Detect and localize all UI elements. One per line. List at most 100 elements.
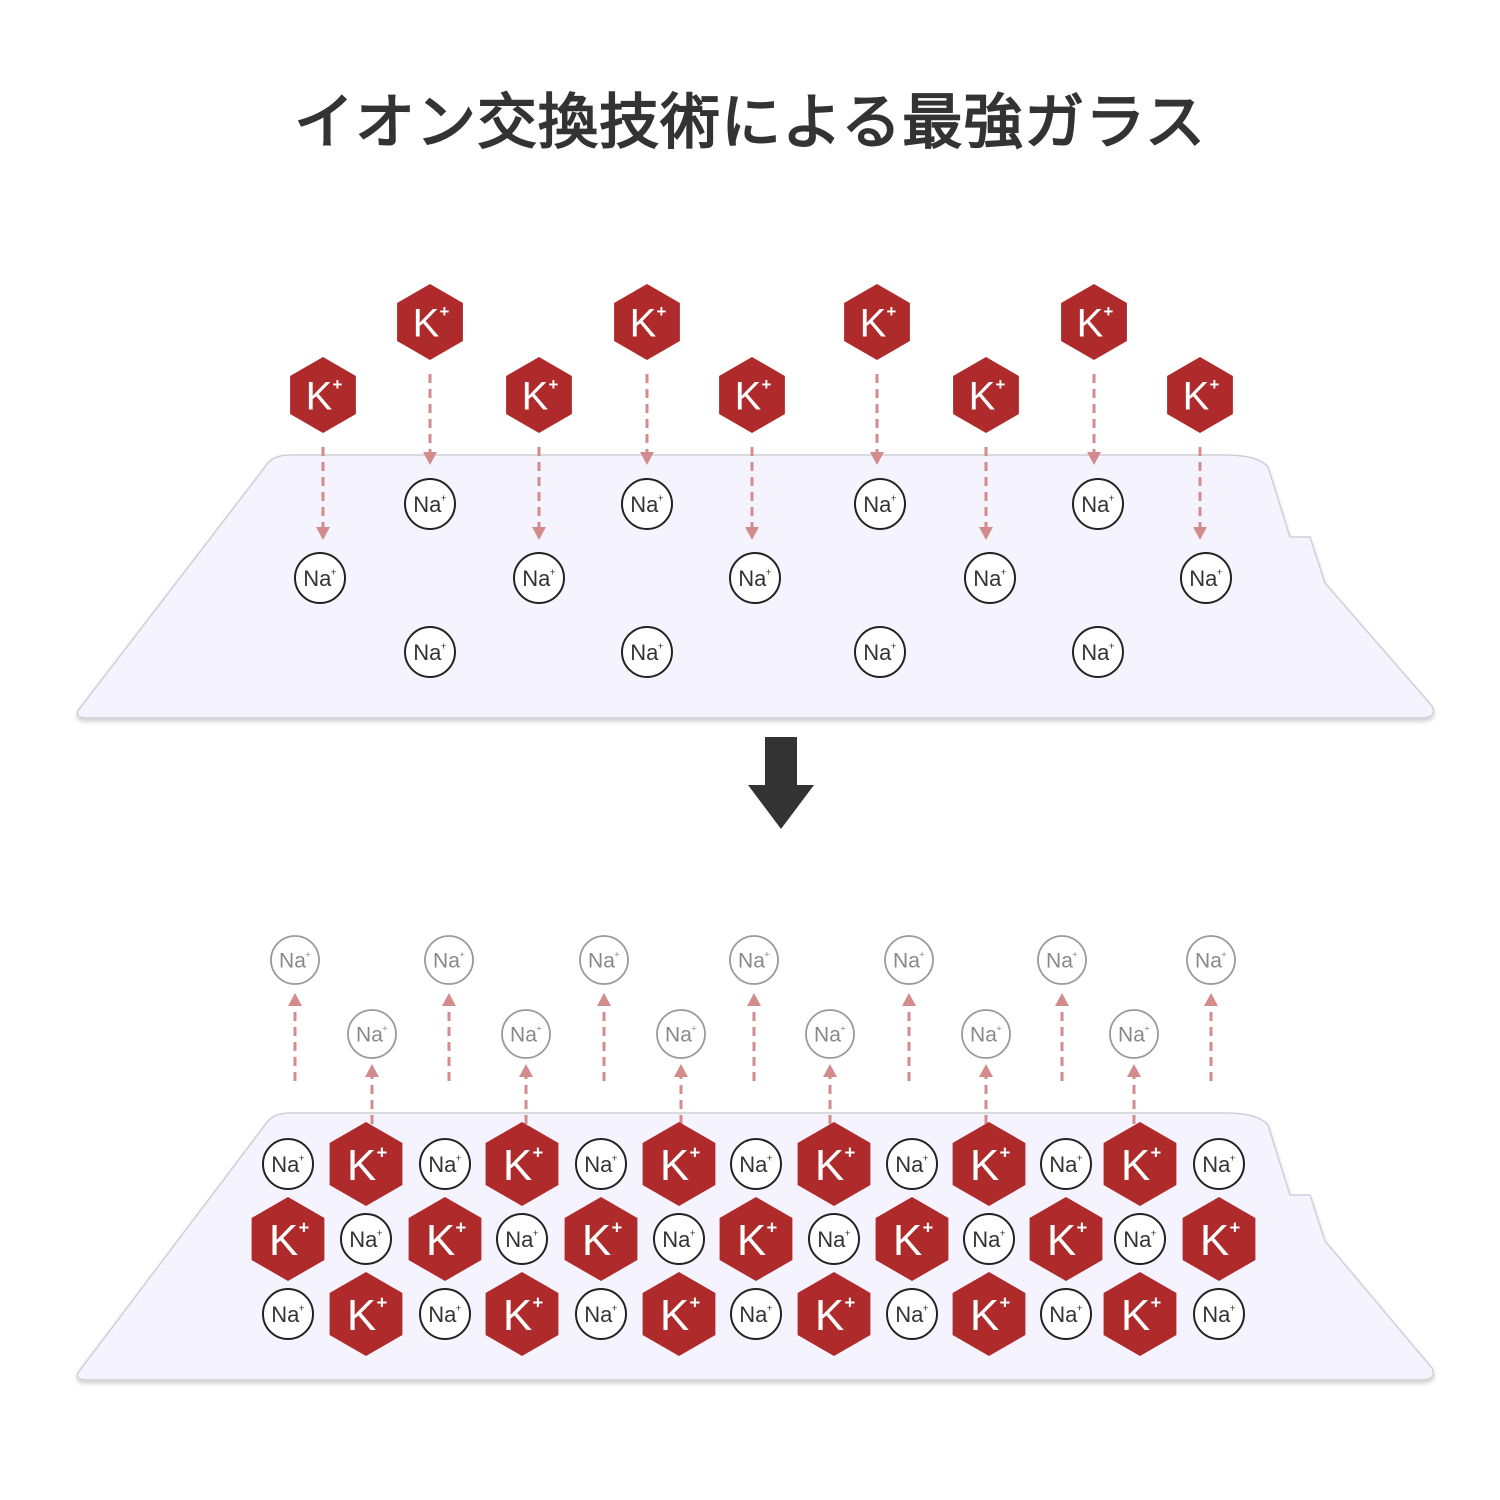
sodium-label: Na: [1049, 1152, 1078, 1177]
sodium-charge: +: [299, 1303, 305, 1314]
sodium-circle: [419, 1138, 471, 1190]
potassium-hexagon: [719, 357, 785, 433]
sodium-charge: +: [377, 1228, 383, 1239]
sodium-circle: [964, 552, 1016, 604]
potassium-charge: +: [761, 375, 771, 394]
exchange-arrow-down: [870, 374, 884, 465]
sodium-ion: Na+: [854, 478, 906, 530]
potassium-charge: +: [376, 1142, 387, 1163]
sodium-charge: +: [764, 949, 770, 960]
potassium-label: K: [413, 301, 440, 345]
sodium-ion: Na+: [1180, 552, 1232, 604]
sodium-label: Na: [349, 1227, 378, 1252]
sodium-ion-released: Na+: [656, 1009, 706, 1059]
potassium-hexagon: [952, 1272, 1026, 1356]
potassium-ion-incoming: K+: [953, 357, 1019, 433]
sodium-label: Na: [1081, 492, 1110, 517]
potassium-charge: +: [455, 1217, 466, 1238]
sodium-ion: Na+: [854, 626, 906, 678]
sodium-charge: +: [845, 1228, 851, 1239]
sodium-ion: Na+: [340, 1213, 392, 1265]
potassium-charge: +: [1103, 302, 1113, 321]
sodium-circle: [579, 935, 629, 985]
sodium-charge: +: [533, 1228, 539, 1239]
sodium-ion: Na+: [262, 1288, 314, 1340]
sodium-charge: +: [766, 567, 772, 578]
sodium-circle: [575, 1138, 627, 1190]
sodium-circle: [262, 1288, 314, 1340]
sodium-charge: +: [441, 641, 447, 652]
sodium-label: Na: [895, 1152, 924, 1177]
potassium-charge: +: [999, 1142, 1010, 1163]
sodium-circle: [424, 935, 474, 985]
potassium-hexagon: [1103, 1272, 1177, 1356]
process-arrow-down: [748, 737, 814, 829]
release-arrow-up: [902, 993, 916, 1081]
potassium-label: K: [860, 301, 887, 345]
sodium-ion: Na+: [808, 1213, 860, 1265]
sodium-circle: [854, 478, 906, 530]
sodium-circle: [621, 478, 673, 530]
sodium-ion: Na+: [513, 552, 565, 604]
sodium-charge: +: [382, 1023, 388, 1034]
sodium-circle: [729, 935, 779, 985]
sodium-ion-released: Na+: [1037, 935, 1087, 985]
potassium-charge: +: [611, 1217, 622, 1238]
sodium-ion: Na+: [1072, 626, 1124, 678]
sodium-charge: +: [1077, 1303, 1083, 1314]
sodium-circle: [1180, 552, 1232, 604]
potassium-charge: +: [332, 375, 342, 394]
sodium-charge: +: [658, 493, 664, 504]
potassium-label: K: [735, 374, 762, 418]
potassium-label: K: [630, 301, 657, 345]
sodium-ion: Na+: [621, 478, 673, 530]
sodium-ion: Na+: [964, 552, 1016, 604]
sodium-circle: [729, 552, 781, 604]
sodium-charge: +: [767, 1303, 773, 1314]
potassium-charge: +: [689, 1292, 700, 1313]
release-arrow-up: [288, 993, 302, 1081]
sodium-ion: Na+: [1040, 1138, 1092, 1190]
sodium-charge: +: [459, 949, 465, 960]
sodium-charge: +: [299, 1153, 305, 1164]
potassium-hexagon: [485, 1122, 559, 1206]
potassium-ion-embedded: K+: [485, 1272, 559, 1356]
sodium-label: Na: [739, 1152, 768, 1177]
sodium-label: Na: [510, 1024, 537, 1047]
potassium-label: K: [347, 1141, 376, 1190]
sodium-ion-released: Na+: [1109, 1009, 1159, 1059]
sodium-ion: Na+: [886, 1288, 938, 1340]
sodium-circle: [347, 1009, 397, 1059]
potassium-charge: +: [1229, 1217, 1240, 1238]
potassium-ion-incoming: K+: [506, 357, 572, 433]
sodium-label: Na: [630, 492, 659, 517]
sodium-ion: Na+: [404, 478, 456, 530]
sodium-ion-released: Na+: [961, 1009, 1011, 1059]
sodium-label: Na: [662, 1227, 691, 1252]
sodium-circle: [854, 626, 906, 678]
sodium-ion: Na+: [730, 1138, 782, 1190]
potassium-hexagon: [844, 284, 910, 360]
sodium-circle: [496, 1213, 548, 1265]
potassium-ion-incoming: K+: [719, 357, 785, 433]
sodium-ion: Na+: [963, 1213, 1015, 1265]
potassium-ion-embedded: K+: [1103, 1272, 1177, 1356]
sodium-charge: +: [1221, 949, 1227, 960]
sodium-ion-released: Na+: [347, 1009, 397, 1059]
potassium-charge: +: [532, 1142, 543, 1163]
potassium-label: K: [970, 1291, 999, 1340]
sodium-label: Na: [356, 1024, 383, 1047]
sodium-circle: [656, 1009, 706, 1059]
potassium-ion-embedded: K+: [875, 1197, 949, 1281]
potassium-hexagon: [1061, 284, 1127, 360]
sodium-label: Na: [970, 1024, 997, 1047]
sodium-ion-released: Na+: [729, 935, 779, 985]
sodium-label: Na: [630, 640, 659, 665]
sodium-label: Na: [413, 640, 442, 665]
sodium-circle: [886, 1138, 938, 1190]
sodium-label: Na: [1195, 950, 1222, 973]
sodium-charge: +: [767, 1153, 773, 1164]
potassium-label: K: [969, 374, 996, 418]
sodium-circle: [294, 552, 346, 604]
sodium-circle: [262, 1138, 314, 1190]
